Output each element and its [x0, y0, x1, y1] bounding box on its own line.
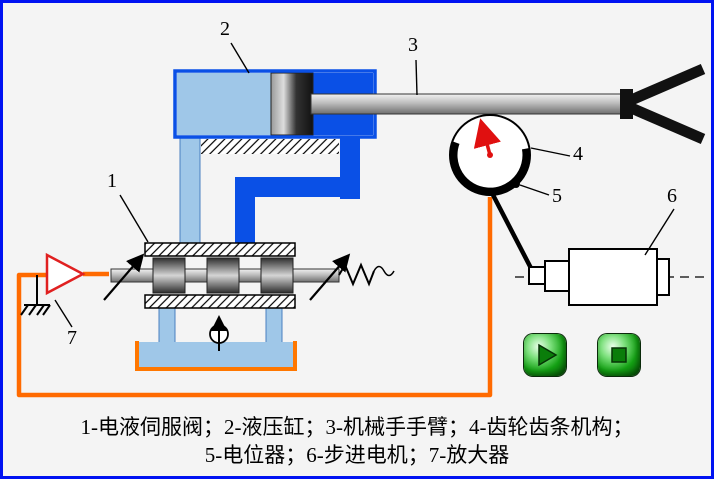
spring-tail	[373, 265, 395, 277]
piston-rod	[310, 93, 626, 115]
label-hydraulic-cylinder: 2	[220, 18, 230, 40]
stepper-motor	[528, 248, 670, 306]
valve-arrow-left	[103, 253, 145, 301]
spring	[338, 262, 375, 287]
needle	[473, 118, 501, 156]
caption-line-1: 1-电液伺服阀；2-液压缸；3-机械手手臂；4-齿轮齿条机构；	[80, 415, 634, 439]
label-servo-valve: 1	[107, 170, 117, 192]
link-rod	[490, 191, 536, 276]
leader-lines	[54, 42, 675, 328]
valve-body-top	[144, 242, 296, 257]
diagram-canvas	[16, 42, 706, 398]
valve-arrow-right	[309, 253, 351, 301]
label-stepper-motor: 6	[667, 185, 677, 207]
amplifier-triangle	[45, 252, 86, 296]
tank-fluid	[139, 342, 293, 368]
cylinder-piston	[270, 72, 314, 136]
potentiometer-track	[450, 141, 530, 195]
label-gear-rack: 4	[573, 143, 583, 165]
cylinder-mount-hatch	[201, 139, 339, 154]
pipe-pressure	[235, 137, 360, 245]
valve-body-bottom	[144, 294, 296, 309]
ground-symbol	[20, 275, 51, 316]
stop-button[interactable]	[598, 334, 640, 376]
needle-pivot	[487, 152, 493, 158]
play-button[interactable]	[524, 334, 566, 376]
spool-lands	[152, 257, 294, 294]
label-manipulator-arm: 3	[408, 34, 418, 56]
gripper	[626, 63, 706, 145]
pipe-left	[179, 136, 201, 246]
tank-outline	[135, 341, 297, 371]
gripper-base	[620, 89, 633, 119]
wiper-contact	[512, 180, 520, 188]
play-icon	[538, 343, 558, 367]
caption-line-2: 5-电位器；6-步进电机；7-放大器	[204, 443, 510, 467]
stop-icon	[611, 347, 627, 363]
cylinder-chamber-left	[177, 73, 271, 135]
label-potentiometer: 5	[552, 185, 562, 207]
label-amplifier: 7	[67, 327, 77, 349]
feedback-wire	[16, 197, 493, 398]
